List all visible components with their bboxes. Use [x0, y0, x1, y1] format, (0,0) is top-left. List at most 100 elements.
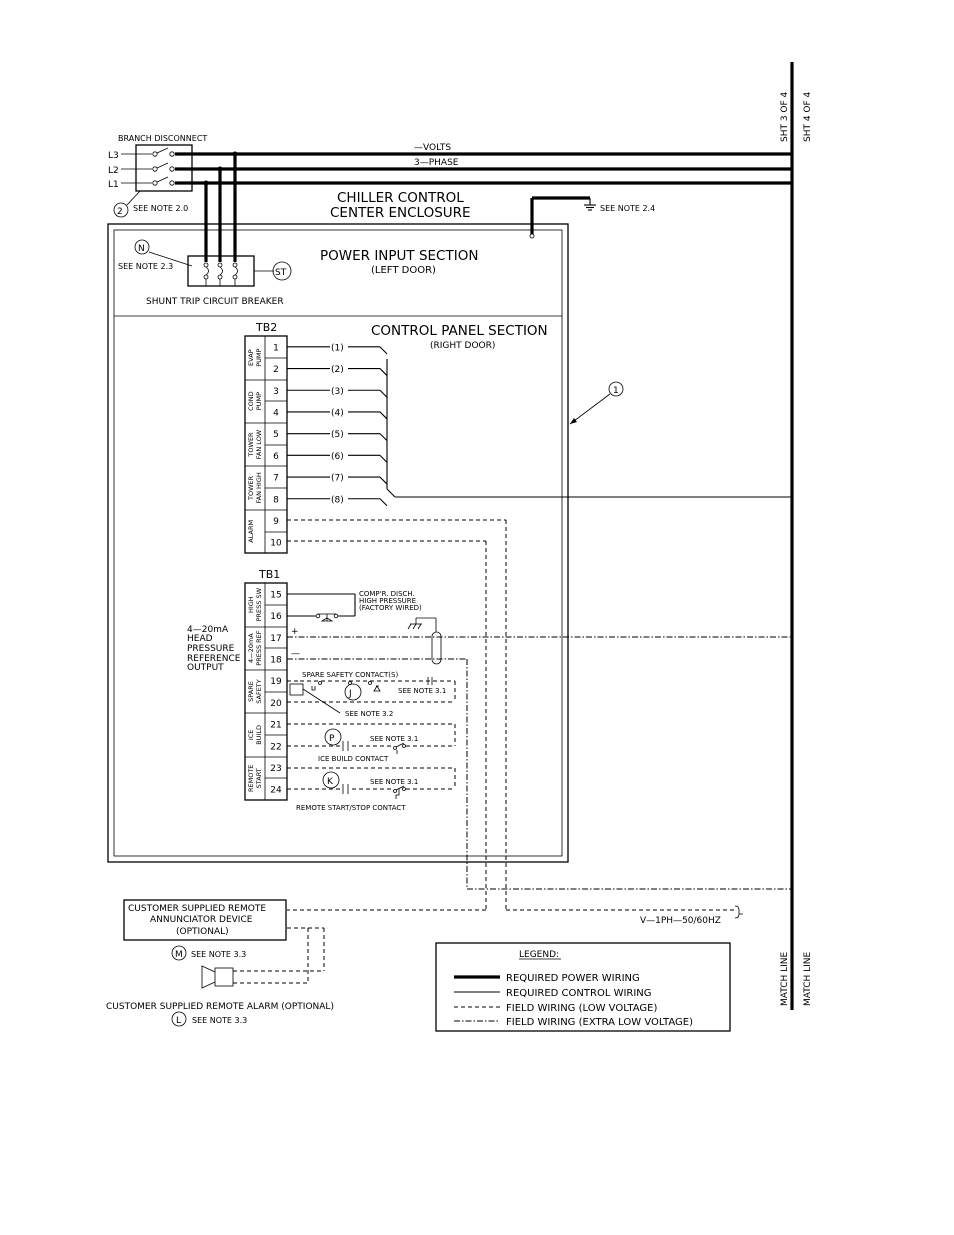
minus-sign: — [291, 649, 300, 659]
tb1-group-label: ICE [247, 730, 255, 741]
see-note-31-a: SEE NOTE 3.1 [398, 687, 446, 695]
spare-contacts-label: SPARE SAFETY CONTACT(S) [302, 671, 398, 679]
tb2-wire-bend [379, 368, 388, 376]
note-2-leader [126, 190, 141, 206]
head-pressure-line1: 4—20mA [187, 625, 229, 635]
tb2-wire-bend [379, 476, 388, 485]
tb1-dividers [245, 604, 287, 779]
tb2-wire-tag: (8) [331, 495, 344, 505]
tb1-terminal: 24 [270, 786, 282, 796]
tb2-group-label: TOWER [247, 475, 255, 501]
alarm-field-wiring [287, 519, 743, 919]
l1-label: L1 [108, 180, 119, 190]
tb2-wire-tag: (2) [331, 365, 344, 375]
tb1-group-label: 4—20mA [247, 633, 255, 663]
tb2-wire-bend [379, 498, 388, 507]
legend-item-low-voltage: FIELD WIRING (LOW VOLTAGE) [506, 1003, 657, 1014]
tb2-dividers [245, 357, 287, 533]
tb1-group-label: SPARE [247, 681, 255, 702]
enclosure-callout-circle [608, 381, 624, 397]
m-callout-circle [171, 945, 187, 961]
tb2-group-label: PUMP [255, 392, 263, 410]
tb1-terminal: 22 [270, 742, 281, 752]
tb2-terminal: 1 [273, 343, 279, 353]
comp-disch-line2: HIGH PRESSURE [359, 597, 416, 605]
tb2-group-label: FAN LOW [255, 429, 263, 459]
annunciator-line1: CUSTOMER SUPPLIED REMOTE [128, 904, 266, 914]
tb1-group-label: BUILD [255, 725, 263, 745]
head-pressure-line4: REFERENCE [187, 654, 241, 664]
p-callout-circle [324, 728, 342, 746]
tb1-group-label: HIGH [247, 596, 255, 613]
see-note-33-l: SEE NOTE 3.3 [192, 1016, 247, 1025]
tb2-block [244, 335, 288, 554]
annunciator-box [123, 899, 287, 941]
ice-build-contact-label: ICE BUILD CONTACT [318, 755, 389, 763]
note-2-circle [113, 202, 129, 218]
tb2-bus [386, 359, 792, 498]
high-pressure-switch [287, 593, 356, 622]
note-2-number: 2 [117, 207, 123, 217]
sheet-4-label: SHT 4 OF 4 [803, 91, 813, 142]
j-callout-circle [344, 683, 362, 701]
tb2-group-label: PUMP [255, 349, 263, 367]
alarm-label: CUSTOMER SUPPLIED REMOTE ALARM (OPTIONAL… [106, 1002, 334, 1012]
j-callout-label: J [348, 689, 352, 699]
legend-title: LEGEND: [519, 950, 559, 960]
breaker-contacts [203, 262, 238, 286]
power-section-title: POWER INPUT SECTION [320, 248, 478, 264]
remote-contact-label: REMOTE START/STOP CONTACT [296, 804, 406, 812]
ground-icon [529, 196, 596, 239]
annunciator-line2: ANNUNCIATOR DEVICE [150, 915, 253, 925]
tb1-group-label: SAFETY [255, 679, 263, 704]
n-callout-label: N [138, 244, 145, 254]
legend-item-control: REQUIRED CONTROL WIRING [506, 988, 652, 999]
head-pressure-line5: OUTPUT [187, 663, 224, 673]
tb2-wire-tag: (7) [331, 474, 344, 484]
enclosure-title-1: CHILLER CONTROL [337, 190, 464, 206]
comp-disch-line1: COMP'R. DISCH. [359, 590, 415, 598]
tb2-group-label: EVAP [247, 349, 255, 366]
enclosure-callout-leader [569, 393, 611, 425]
breaker-feed-drops [203, 151, 238, 262]
ice-build-circuit [287, 723, 456, 754]
legend-item-power: REQUIRED POWER WIRING [506, 973, 640, 984]
tb2-terminal: 2 [273, 365, 279, 375]
tb2-wire-bend [379, 454, 388, 463]
tb2-terminal: 4 [273, 408, 279, 418]
legend-item-extra-low: FIELD WIRING (EXTRA LOW VOLTAGE) [506, 1017, 693, 1028]
tb2-wire-bend [379, 433, 388, 442]
tb2-wire-bend [379, 411, 388, 420]
tb2-group-label: COND [247, 391, 255, 411]
l-callout-label: L [176, 1016, 181, 1026]
tb1-terminal: 19 [270, 677, 282, 687]
tb1-terminal: 17 [270, 634, 281, 644]
enclosure-outer [107, 223, 569, 863]
st-circle [272, 261, 292, 281]
n-callout-circle [134, 239, 150, 255]
enclosure-inner [113, 229, 563, 857]
n-callout-leader [148, 251, 193, 267]
see-note-24: SEE NOTE 2.4 [600, 204, 655, 213]
horn-icon [201, 965, 234, 989]
l2-label: L2 [108, 166, 119, 176]
k-callout-circle [322, 771, 340, 789]
tb2-terminal: 8 [273, 495, 279, 505]
match-line-label-b: MATCH LINE [803, 951, 813, 1006]
shielded-cable [287, 617, 792, 890]
tb2-wire-tag: (6) [331, 452, 344, 462]
control-section-title: CONTROL PANEL SECTION [371, 323, 548, 339]
tb1-terminal: 20 [270, 699, 282, 709]
enclosure-callout-arrow [570, 418, 577, 424]
plus-sign: + [291, 627, 299, 637]
tb2-wire-tag: (1) [331, 343, 344, 353]
sheet-3-label: SHT 3 OF 4 [780, 91, 790, 142]
see-note-33-m: SEE NOTE 3.3 [191, 950, 246, 959]
tb2-terminal: 6 [273, 452, 279, 462]
tb1-terminal: 15 [270, 590, 281, 600]
tb1-terminal: 21 [270, 721, 281, 731]
see-note-32: SEE NOTE 3.2 [345, 710, 393, 718]
tb1-terminal: 16 [270, 612, 282, 622]
branch-disconnect-label: BRANCH DISCONNECT [118, 134, 207, 143]
